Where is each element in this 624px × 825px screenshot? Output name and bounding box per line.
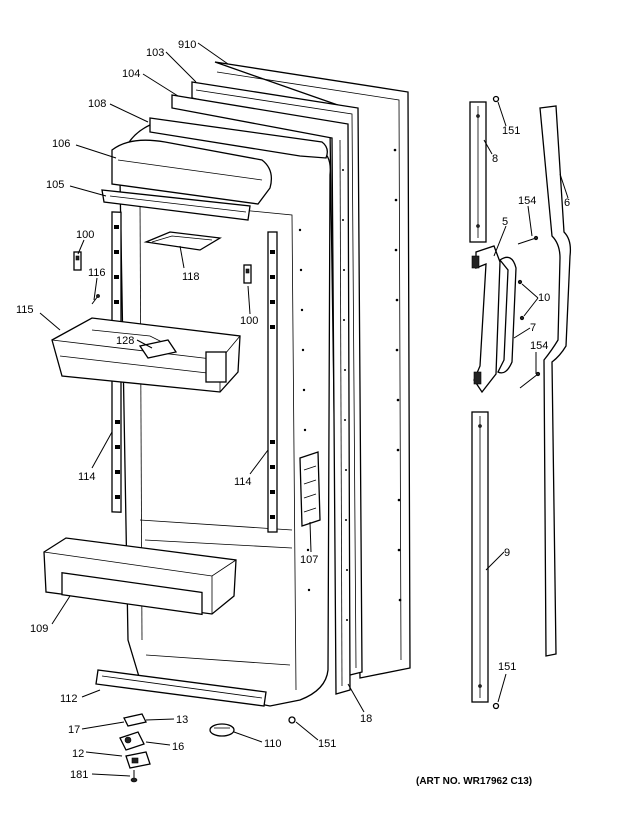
callout-104: 104 <box>122 68 140 80</box>
callout-181: 181 <box>70 769 88 781</box>
callout-106: 106 <box>52 138 70 150</box>
callout-10: 10 <box>538 292 550 304</box>
callout-103: 103 <box>146 47 164 59</box>
top-cap <box>149 117 328 159</box>
callout-17: 17 <box>68 724 80 736</box>
callout-151-door: 151 <box>318 738 336 750</box>
callout-105: 105 <box>46 179 64 191</box>
callout-151-bottom: 151 <box>498 661 516 673</box>
hinge-hardware <box>119 713 151 783</box>
handle-mount <box>471 245 501 394</box>
callout-16: 16 <box>172 741 184 753</box>
screw-151-top <box>492 95 500 103</box>
callout-112: 112 <box>60 693 78 705</box>
callout-8: 8 <box>492 153 498 165</box>
handle-grip <box>497 256 517 374</box>
handle-trim-lower <box>471 411 489 703</box>
callout-151-top: 151 <box>502 125 520 137</box>
rail-clip-left <box>73 251 82 271</box>
bottom-trim <box>95 669 267 707</box>
callout-labels: 910 103 104 108 106 105 100 116 118 100 … <box>16 39 570 781</box>
callout-107: 107 <box>300 554 318 566</box>
callout-7: 7 <box>530 322 536 334</box>
callout-154-upper: 154 <box>518 195 536 207</box>
liner-frame <box>171 94 351 695</box>
handle-body <box>539 105 572 657</box>
callout-18: 18 <box>360 713 372 725</box>
screw-154-lower <box>519 371 541 389</box>
callout-910: 910 <box>178 39 196 51</box>
door-bin-lower <box>43 537 237 616</box>
callout-118: 118 <box>182 271 200 283</box>
callout-110: 110 <box>264 738 282 750</box>
screw-151-door <box>288 716 296 724</box>
callout-100-left: 100 <box>76 229 94 241</box>
callout-114-left: 114 <box>78 471 96 483</box>
dairy-bracket <box>101 189 251 221</box>
leader-lines <box>39 42 569 777</box>
shelf-rail-right <box>267 231 278 533</box>
callout-12: 12 <box>72 748 84 760</box>
dairy-compartment-cover <box>111 139 273 205</box>
bin-divider <box>138 339 178 359</box>
callout-5: 5 <box>502 216 508 228</box>
handle-trim-upper <box>469 101 487 243</box>
callout-13: 13 <box>176 714 188 726</box>
callout-115: 115 <box>16 304 34 316</box>
callout-128: 128 <box>116 335 134 347</box>
rail-clip-right <box>243 264 252 284</box>
callout-154-lower: 154 <box>530 340 548 352</box>
callout-108: 108 <box>88 98 106 110</box>
callout-114-right: 114 <box>234 476 252 488</box>
screw-151-bottom <box>492 702 500 710</box>
art-number: (ART NO. WR17962 C13) <box>416 776 532 787</box>
callout-9: 9 <box>504 547 510 559</box>
handle-cap <box>209 723 235 737</box>
screw-154-upper <box>517 235 539 245</box>
callout-6: 6 <box>564 197 570 209</box>
door-feature-module <box>299 451 321 527</box>
callout-100-right: 100 <box>240 315 258 327</box>
handle-screws <box>517 279 525 321</box>
callout-116: 116 <box>88 267 106 279</box>
small-tray <box>143 231 222 251</box>
callout-109: 109 <box>30 623 48 635</box>
screw-116 <box>91 294 100 305</box>
